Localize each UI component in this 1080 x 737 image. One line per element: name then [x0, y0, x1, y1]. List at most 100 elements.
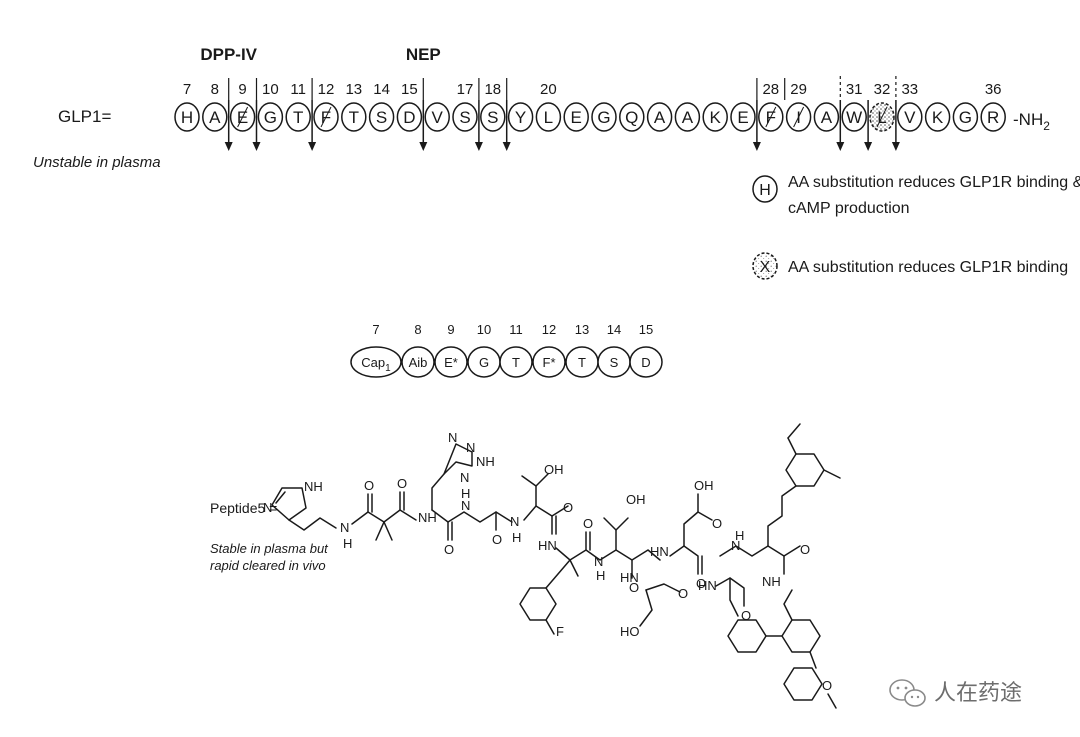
analog-residue-label: T — [512, 355, 520, 370]
atom-label-h: H — [461, 486, 470, 501]
atom-label-o: O — [364, 478, 374, 493]
residue-number: 7 — [183, 81, 191, 98]
atom-label-o: O — [563, 500, 573, 515]
tetrazole-ring — [443, 443, 473, 475]
residue-letter: S — [459, 108, 470, 127]
imidazole-ring: N NH — [263, 479, 323, 521]
watermark: 人在药途 — [889, 679, 1022, 707]
residue-number: 14 — [373, 81, 390, 98]
residue-letter: T — [293, 108, 303, 127]
analog-residue-circle — [629, 346, 663, 378]
tetrazole-side-chain — [431, 473, 445, 511]
analog-residue-label: D — [641, 355, 650, 370]
residue-circle — [341, 102, 367, 132]
analog-residue-label: E* — [444, 355, 458, 370]
residue-letter: E — [737, 108, 748, 127]
residue-number: 12 — [318, 81, 335, 98]
residue-letter: A — [209, 108, 221, 127]
cleavage-arrow-head — [836, 142, 845, 151]
legend-text-line1: AA substitution reduces GLP1R binding & — [788, 174, 1080, 191]
cleavage-arrow-head — [474, 142, 483, 151]
residue-number: 8 — [211, 81, 219, 98]
atom-label-o: O — [822, 678, 832, 693]
atom-label-o: O — [712, 516, 722, 531]
backbone-chain-1 — [288, 517, 337, 531]
backbone-chain-12 — [719, 545, 769, 557]
atom-label-o: O — [629, 580, 639, 595]
residue-number: 11 — [290, 81, 306, 98]
residue-letter: G — [959, 108, 972, 127]
residue-number: 18 — [484, 81, 501, 98]
residue-hatch — [320, 106, 332, 128]
residue-letter: S — [487, 108, 498, 127]
analog-residue-number: 7 — [372, 322, 379, 337]
wechat-icon — [889, 679, 926, 707]
analog-residue-label: T — [578, 355, 586, 370]
methoxy-ring — [783, 667, 823, 701]
c-terminus: -NH2 — [1013, 110, 1050, 133]
analog-residue-label: F* — [543, 355, 556, 370]
residue-circle — [535, 102, 562, 132]
analog-residue-number: 8 — [414, 322, 421, 337]
atom-label-nh: NH — [476, 454, 495, 469]
residue-circle — [396, 102, 423, 132]
residue-circle — [674, 102, 701, 132]
cleavage-arrow-head — [502, 142, 511, 151]
residue-number: 29 — [790, 81, 807, 98]
residue-circle — [813, 102, 840, 132]
cleavage-enzyme-label: NEP — [406, 45, 441, 64]
residue-circle — [174, 102, 200, 132]
residue-circle — [952, 102, 979, 132]
threonine-side-chain-2 — [603, 517, 617, 551]
analog-residue-number: 15 — [639, 322, 653, 337]
residue-circle — [424, 102, 450, 132]
atom-label-n: N — [594, 554, 603, 569]
atom-label-n: N — [466, 440, 475, 455]
atom-label-nh: NH — [304, 479, 323, 494]
glp1-note: Unstable in plasma — [33, 154, 161, 171]
benzyl-link — [545, 559, 571, 589]
backbone-chain-10 — [669, 545, 699, 575]
aspartate-side-chain — [683, 493, 699, 547]
atom-label-o: O — [741, 608, 751, 623]
atom-label-o: O — [397, 476, 407, 491]
atom-label-nh: NH — [418, 510, 437, 525]
residue-circle — [507, 102, 534, 132]
residue-number: 31 — [846, 81, 863, 98]
residue-number: 33 — [901, 81, 918, 98]
atom-label-n: N — [510, 514, 519, 529]
analog-residue-circle — [401, 346, 435, 378]
residue-circle — [563, 102, 589, 132]
ethyl-group — [783, 589, 793, 621]
residue-circle — [897, 102, 923, 132]
residue-number: 13 — [345, 81, 362, 98]
atom-label-h: H — [343, 536, 352, 551]
peptide5-note-line2: rapid cleared in vivo — [210, 558, 326, 573]
residue-number: 28 — [762, 81, 779, 98]
serine-side-chain — [639, 589, 653, 627]
residue-circle — [285, 102, 311, 132]
residue-letter: Q — [625, 108, 638, 127]
residue-letter: A — [821, 108, 833, 127]
atom-label-h: H — [596, 568, 605, 583]
peptide5-note-line1: Stable in plasma but — [210, 541, 329, 556]
atom-label-n: N — [461, 498, 470, 513]
atom-label-hn: HN — [620, 570, 639, 585]
legend-text-line1: AA substitution reduces GLP1R binding — [788, 259, 1068, 276]
cleavage-arrows — [224, 100, 900, 151]
residue-letter: H — [181, 108, 193, 127]
residue-number: 15 — [401, 81, 418, 98]
backbone-chain-8 — [631, 549, 661, 561]
analog-residue-number: 13 — [575, 322, 589, 337]
atom-label-n: N — [340, 520, 349, 535]
legend-symbol-letter: X — [760, 259, 771, 276]
atom-label-oh: OH — [694, 478, 714, 493]
analog-residue-number: 9 — [447, 322, 454, 337]
backbone-chain-4 — [447, 511, 513, 523]
analog-residue-number: 12 — [542, 322, 556, 337]
residue-letter: E — [571, 108, 582, 127]
peptide5-label: Peptide5 = — [210, 500, 277, 516]
